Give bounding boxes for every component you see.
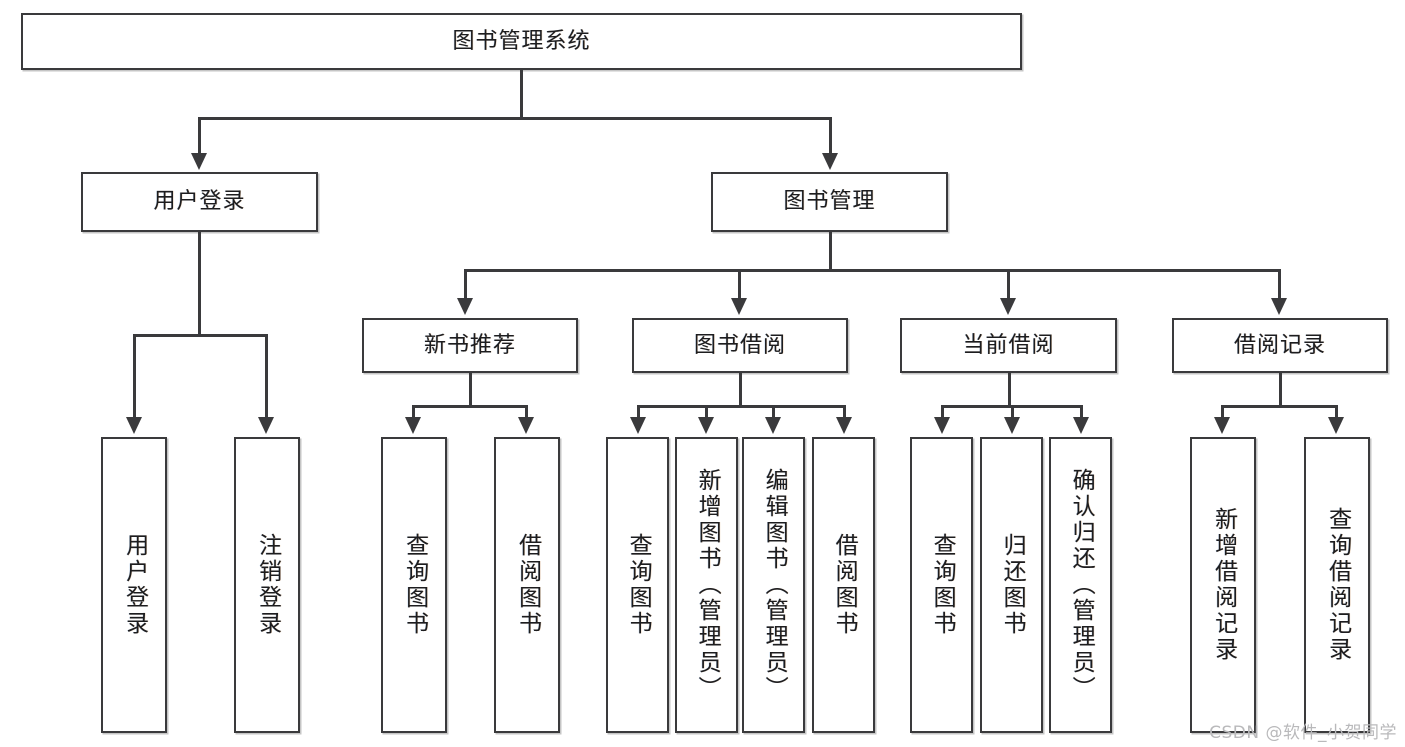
leaf-label: 借阅图书: [514, 533, 541, 637]
connector-drop-nbr-1: [412, 405, 415, 419]
connector-drop-br-1: [1221, 405, 1224, 419]
leaf-label: 确认归还（管理员）: [1068, 468, 1095, 702]
node-new-book-recommend[interactable]: 新书推荐: [362, 318, 578, 373]
leaf-label: 编辑图书（管理员）: [761, 468, 788, 702]
connector-user-login-bus: [133, 334, 268, 337]
leaf-edit-book-admin[interactable]: 编辑图书（管理员）: [742, 437, 805, 733]
leaf-add-borrow-record[interactable]: 新增借阅记录: [1190, 437, 1256, 733]
leaf-label: 查询图书: [401, 533, 428, 637]
connector-drop-bb-3: [772, 405, 775, 419]
arrowhead-l3-4: [1271, 298, 1287, 315]
connector-drop-bb-2: [705, 405, 708, 419]
node-label: 图书管理: [783, 189, 876, 215]
arrowhead-bb-4: [836, 417, 852, 434]
connector-drop-cb-2: [1011, 405, 1014, 419]
node-label: 用户登录: [153, 189, 246, 215]
leaf-label: 查询图书: [625, 533, 652, 637]
arrowhead-cb-2: [1004, 417, 1020, 434]
leaf-query-book-current[interactable]: 查询图书: [910, 437, 973, 733]
arrowhead-nbr-2: [518, 417, 534, 434]
leaf-query-book-borrow[interactable]: 查询图书: [606, 437, 669, 733]
arrowhead-br-1: [1214, 417, 1230, 434]
connector-level3-bus: [464, 269, 1281, 272]
connector-br-stem: [1279, 373, 1282, 406]
leaf-label: 新增借阅记录: [1210, 507, 1237, 663]
node-user-login[interactable]: 用户登录: [81, 172, 318, 232]
arrowhead-bb-3: [765, 417, 781, 434]
connector-br-bus: [1221, 405, 1338, 408]
node-book-borrow[interactable]: 图书借阅: [632, 318, 848, 373]
connector-book-manage-stem: [829, 232, 832, 270]
node-label: 新书推荐: [423, 332, 516, 358]
connector-drop-user-login: [198, 117, 201, 155]
arrowhead-book-manage: [822, 153, 838, 170]
connector-nbr-bus: [412, 405, 528, 408]
leaf-query-borrow-record[interactable]: 查询借阅记录: [1304, 437, 1370, 733]
connector-drop-l3-4: [1278, 269, 1281, 300]
connector-drop-book-manage: [829, 117, 832, 155]
node-root-system[interactable]: 图书管理系统: [21, 13, 1022, 70]
leaf-query-book-recommend[interactable]: 查询图书: [381, 437, 447, 733]
arrowhead-leaf-u2: [258, 417, 274, 434]
connector-drop-leaf-u2: [265, 334, 268, 419]
connector-cb-stem: [1008, 373, 1011, 406]
connector-root-stem: [520, 70, 523, 118]
leaf-label: 用户登录: [121, 533, 148, 637]
connector-nbr-stem: [469, 373, 472, 406]
connector-drop-bb-1: [637, 405, 640, 419]
leaf-label: 借阅图书: [831, 533, 858, 637]
arrowhead-br-2: [1328, 417, 1344, 434]
leaf-confirm-return-admin[interactable]: 确认归还（管理员）: [1049, 437, 1112, 733]
leaf-label: 新增图书（管理员）: [694, 468, 721, 702]
arrowhead-l3-3: [1000, 298, 1016, 315]
connector-drop-l3-2: [738, 269, 741, 300]
arrowhead-l3-1: [457, 298, 473, 315]
leaf-label: 注销登录: [254, 533, 281, 637]
leaf-add-book-admin[interactable]: 新增图书（管理员）: [675, 437, 738, 733]
arrowhead-user-login: [191, 153, 207, 170]
node-label: 借阅记录: [1233, 332, 1326, 358]
arrowhead-cb-3: [1073, 417, 1089, 434]
arrowhead-bb-2: [698, 417, 714, 434]
leaf-borrow-book[interactable]: 借阅图书: [812, 437, 875, 733]
leaf-return-book[interactable]: 归还图书: [980, 437, 1043, 733]
connector-drop-l3-1: [464, 269, 467, 300]
connector-drop-cb-1: [941, 405, 944, 419]
connector-user-login-stem: [198, 232, 201, 335]
node-book-management[interactable]: 图书管理: [711, 172, 948, 232]
arrowhead-cb-1: [934, 417, 950, 434]
node-label: 图书管理系统: [452, 28, 591, 54]
arrowhead-nbr-1: [405, 417, 421, 434]
leaf-label: 查询图书: [929, 533, 956, 637]
connector-root-bus: [198, 117, 832, 120]
arrowhead-bb-1: [630, 417, 646, 434]
node-label: 图书借阅: [693, 332, 786, 358]
node-current-borrow[interactable]: 当前借阅: [900, 318, 1117, 373]
connector-drop-l3-3: [1007, 269, 1010, 300]
leaf-logout[interactable]: 注销登录: [234, 437, 300, 733]
connector-drop-br-2: [1335, 405, 1338, 419]
leaf-label: 归还图书: [999, 533, 1026, 637]
arrowhead-leaf-u1: [126, 417, 142, 434]
connector-bb-bus: [637, 405, 846, 408]
connector-drop-nbr-2: [525, 405, 528, 419]
connector-bb-stem: [739, 373, 742, 406]
node-label: 当前借阅: [962, 332, 1055, 358]
connector-drop-leaf-u1: [133, 334, 136, 419]
leaf-borrow-book-recommend[interactable]: 借阅图书: [494, 437, 560, 733]
arrowhead-l3-2: [731, 298, 747, 315]
leaf-label: 查询借阅记录: [1324, 507, 1351, 663]
leaf-user-login[interactable]: 用户登录: [101, 437, 167, 733]
node-borrow-record[interactable]: 借阅记录: [1172, 318, 1388, 373]
connector-drop-cb-3: [1080, 405, 1083, 419]
connector-drop-bb-4: [843, 405, 846, 419]
